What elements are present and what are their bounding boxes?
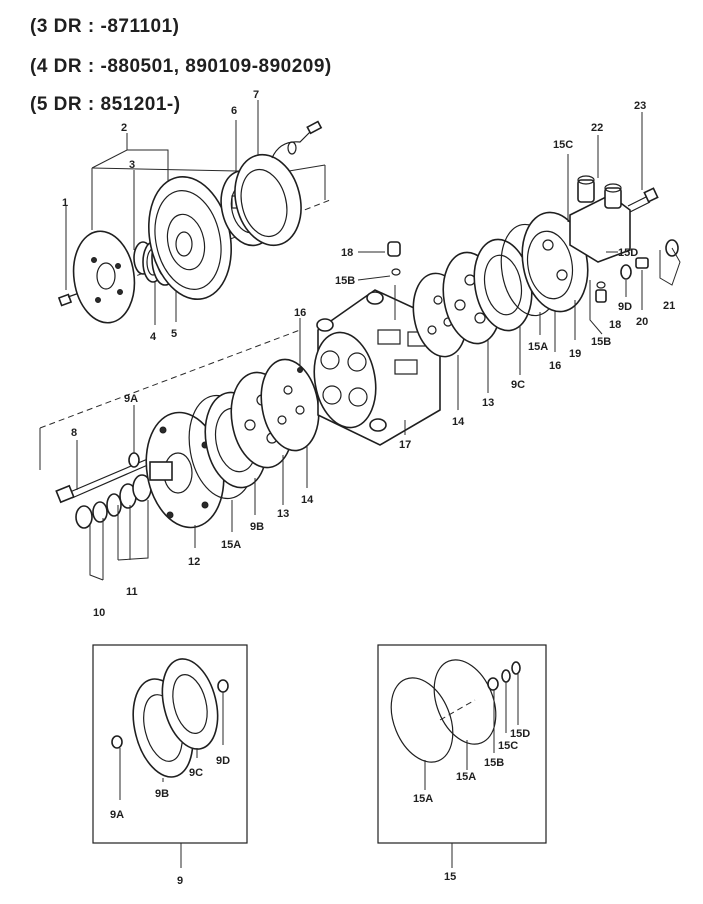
callout-18-right: 18 xyxy=(609,319,621,331)
kit-15-callout-15a-2: 15A xyxy=(456,771,476,783)
callout-22: 22 xyxy=(591,122,603,134)
callout-13-left: 13 xyxy=(277,508,289,520)
header-line-2: (4 DR : -880501, 890109-890209) xyxy=(30,56,332,77)
part-16-pin-left xyxy=(297,318,303,373)
callout-17: 17 xyxy=(399,439,411,451)
part-20-plug xyxy=(635,257,649,310)
kit-9-callout-9c: 9C xyxy=(189,767,203,779)
part-22-service-valve xyxy=(569,135,631,263)
part-9a-washer xyxy=(128,405,140,468)
kit-15-callout-15b: 15B xyxy=(484,757,504,769)
clutch-assembly: 1 2 3 4 5 6 7 xyxy=(57,89,331,343)
callout-1: 1 xyxy=(62,197,68,209)
callout-8: 8 xyxy=(71,427,77,439)
callout-14-right: 14 xyxy=(452,416,465,428)
callout-23: 23 xyxy=(634,100,646,112)
rear-head-group: 14 13 9C 15A 16 19 15B 18 9D 20 21 15C 1… xyxy=(412,100,681,428)
part-14-reed-plate-left xyxy=(260,358,320,488)
kit-9-callout-9b: 9B xyxy=(155,788,169,800)
part-pulley xyxy=(148,175,232,301)
callout-15c-top: 15C xyxy=(553,139,573,151)
callout-19: 19 xyxy=(569,348,581,360)
callout-4: 4 xyxy=(150,331,157,343)
part-23-bolt xyxy=(627,112,659,213)
callout-15d-top: 15D xyxy=(618,247,638,259)
callout-20: 20 xyxy=(636,316,648,328)
callout-9d-main: 9D xyxy=(618,301,632,313)
callout-15a-right: 15A xyxy=(528,341,548,353)
callout-10: 10 xyxy=(93,607,105,619)
header-line-1: (3 DR : -871101) xyxy=(30,16,180,37)
kit-15-callout-15d: 15D xyxy=(510,728,530,740)
callout-21: 21 xyxy=(663,300,675,312)
kit-9-callout-9d: 9D xyxy=(216,755,230,767)
callout-9b-main: 9B xyxy=(250,521,264,533)
part-11-shaft-seal xyxy=(117,474,152,561)
front-head-group: 8 9A 10 11 12 15A 9B 13 14 16 xyxy=(39,307,320,619)
callout-15a-left: 15A xyxy=(221,539,241,551)
callout-16-left: 16 xyxy=(294,307,306,319)
callout-6: 6 xyxy=(231,105,237,117)
callout-12: 12 xyxy=(188,556,200,568)
part-18-service-plug-top: 18 15B xyxy=(335,241,401,320)
part-21-cap xyxy=(659,239,681,286)
callout-15b-top: 15B xyxy=(335,275,355,287)
cylinder-body: 17 xyxy=(313,289,441,451)
callout-14-left: 14 xyxy=(301,494,314,506)
kit-15-label: 15 xyxy=(444,871,456,883)
kit-15-callout-15c: 15C xyxy=(498,740,518,752)
callout-3: 3 xyxy=(129,159,135,171)
callout-15b-right: 15B xyxy=(591,336,611,348)
kit-15-callout-15a-1: 15A xyxy=(413,793,433,805)
gasket-kit-9: 9A 9B 9C 9D 9 xyxy=(92,644,248,887)
kit-9-callout-9a: 9A xyxy=(110,809,124,821)
callout-16-right: 16 xyxy=(549,360,561,372)
part-12-front-head xyxy=(145,411,225,548)
callout-2: 2 xyxy=(121,122,127,134)
callout-9c-main: 9C xyxy=(511,379,525,391)
header-line-3: (5 DR : 851201-) xyxy=(30,94,181,115)
part-18-service-plug-right xyxy=(589,280,607,335)
part-7-coil-housing xyxy=(234,120,323,247)
callout-7: 7 xyxy=(253,89,259,101)
kit-9-label: 9 xyxy=(177,875,183,887)
callout-13-right: 13 xyxy=(482,397,494,409)
o-ring-kit-15: 15A 15A 15B 15C 15D 15 xyxy=(377,644,547,883)
callout-9a-main: 9A xyxy=(124,393,138,405)
part-2-armature-plate xyxy=(72,230,136,324)
callout-5: 5 xyxy=(171,328,177,340)
part-9c-gasket xyxy=(473,238,533,375)
part-10-seal-kit xyxy=(75,493,122,581)
part-9d-washer xyxy=(620,264,632,297)
callout-11: 11 xyxy=(126,586,138,598)
callout-18-top: 18 xyxy=(341,247,353,259)
